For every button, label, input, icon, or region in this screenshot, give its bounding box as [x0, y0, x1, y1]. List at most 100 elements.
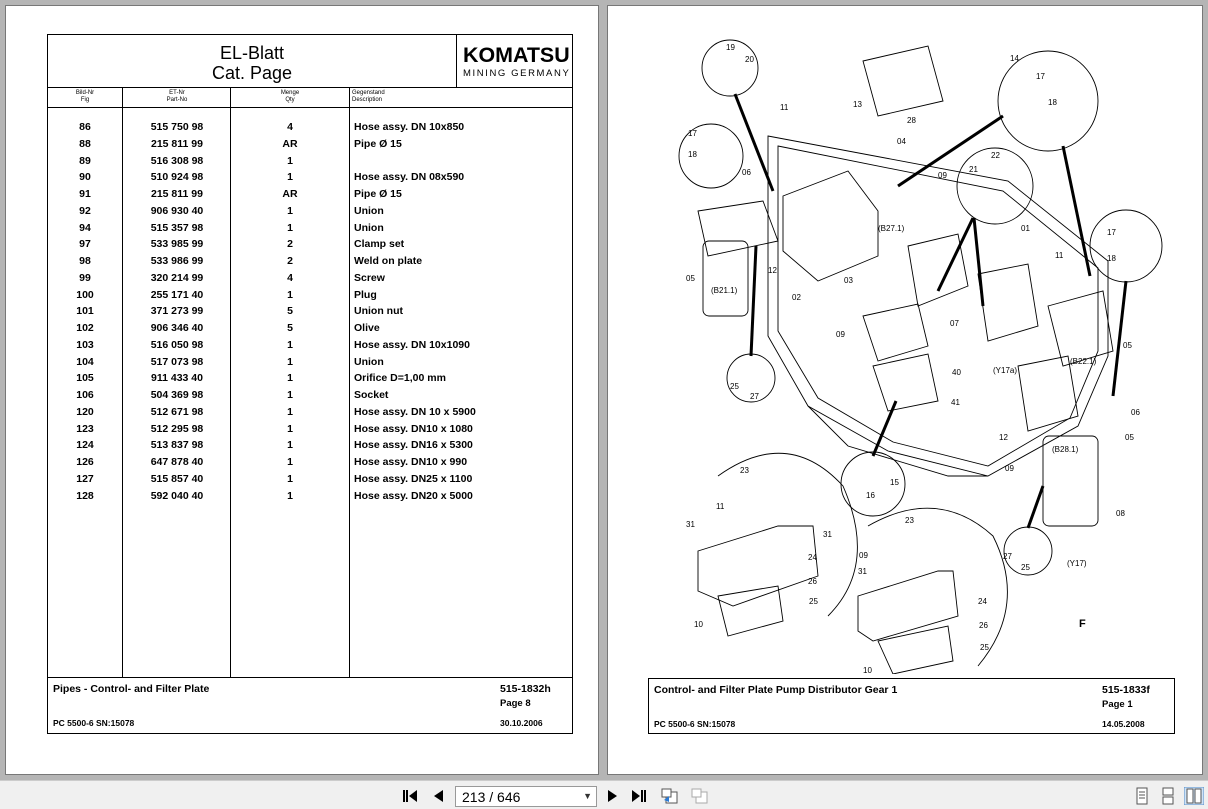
last-page-icon[interactable]	[629, 787, 649, 805]
quantity-cell: 5	[287, 305, 293, 318]
callout-label: 24	[978, 597, 987, 606]
valve-block	[862, 303, 929, 362]
valve-block	[977, 263, 1039, 342]
callout-label: 10	[863, 666, 872, 674]
part-number-cell: 647 878 40	[150, 456, 204, 468]
callout-label: 12	[999, 433, 1008, 442]
description-cell: Hose assy. DN 08x590	[354, 171, 465, 184]
column-header-divider	[48, 107, 572, 108]
callout-label: 31	[858, 567, 867, 576]
top-valve-block	[862, 45, 944, 117]
fig-cell: 120	[76, 405, 94, 418]
callout-label: (Y17a)	[993, 366, 1017, 375]
callout-label: 05	[686, 274, 695, 283]
facing-pages-view-icon[interactable]	[1184, 787, 1204, 805]
filter-head-left	[697, 200, 779, 257]
quantity-cell: 1	[287, 154, 293, 167]
part-number-cell: 906 346 40	[150, 322, 204, 334]
callout-label: 24	[808, 553, 817, 562]
valve-base	[717, 585, 784, 637]
callout-label: 05	[1125, 433, 1134, 442]
first-page-icon[interactable]	[400, 787, 420, 805]
go-back-icon[interactable]	[660, 787, 680, 805]
description-cell: Olive	[354, 322, 380, 334]
control-plate-inner	[777, 145, 1099, 467]
callout-label: 17	[1036, 72, 1045, 81]
quantity-cell: AR	[282, 188, 298, 200]
description-cell: Hose assy. DN25 x 1100	[354, 472, 473, 485]
continuous-view-icon[interactable]	[1158, 787, 1178, 805]
diagram-footer-title: Control- and Filter Plate Pump Distribut…	[654, 684, 898, 696]
detail-arc	[717, 452, 858, 617]
table-row: 89 516 308 98 1	[48, 155, 572, 171]
callout-label: 26	[808, 577, 817, 586]
filter-housing-right	[1042, 435, 1099, 527]
part-number-cell: 320 214 99	[150, 271, 204, 284]
part-number-cell: 911 433 40	[151, 372, 203, 385]
quantity-cell: 1	[287, 288, 293, 301]
part-number-cell: 516 308 98	[150, 154, 204, 167]
callout-label: 31	[686, 520, 695, 529]
fig-cell: 94	[79, 221, 91, 234]
column-header-part-en: Part-No	[166, 97, 188, 103]
description-cell: Clamp set	[354, 238, 405, 251]
komatsu-logo: KOMATSU MINING GERMANY	[456, 35, 572, 88]
callout-label: 26	[979, 621, 988, 630]
single-page-view-icon[interactable]	[1132, 787, 1152, 805]
column-header-qty-en: Qty	[285, 97, 295, 103]
logo-word: KOMATSU	[463, 44, 570, 67]
callout-label: 19	[726, 43, 735, 52]
callout-label: (B22.1)	[1070, 357, 1097, 366]
quantity-cell: 2	[287, 238, 293, 251]
description-cell: Union	[354, 204, 384, 217]
quantity-cell: 1	[287, 355, 293, 368]
leader-line	[871, 400, 898, 457]
callout-label: (B28.1)	[1052, 445, 1079, 454]
quantity-cell: 1	[287, 422, 293, 435]
page-header: EL-Blatt Cat. Page KOMATSU MINING GERMAN…	[48, 35, 572, 88]
part-number-cell: 215 811 99	[151, 188, 203, 200]
fig-cell: 124	[76, 439, 94, 452]
part-number-cell: 533 986 99	[150, 255, 204, 267]
footer-doc-number: 515-1832h	[500, 683, 551, 695]
description-cell: Union	[354, 221, 384, 234]
quantity-cell: 1	[287, 204, 293, 217]
quantity-cell: 1	[287, 221, 293, 234]
callout-label: 25	[980, 643, 989, 652]
callout-label: 18	[1107, 254, 1116, 263]
callout-label: 25	[1021, 563, 1030, 572]
left-page: EL-Blatt Cat. Page KOMATSU MINING GERMAN…	[5, 5, 599, 775]
fig-cell: 98	[79, 255, 91, 267]
diagram-footer-page: Page 1	[1102, 699, 1133, 710]
fig-cell: 127	[76, 472, 94, 485]
fig-cell: 99	[79, 271, 91, 284]
column-header-qty: Menge Qty	[232, 90, 348, 107]
fig-cell: 89	[79, 154, 91, 167]
part-number-cell: 513 837 98	[150, 439, 204, 452]
column-header-desc-de: Gegenstand	[352, 90, 385, 96]
callout-label: 18	[688, 150, 697, 159]
part-number-cell: 592 040 40	[150, 489, 204, 502]
leader-line	[733, 93, 775, 192]
description-cell: Hose assy. DN 10x850	[354, 121, 465, 133]
previous-page-icon[interactable]	[428, 787, 448, 805]
column-divider	[122, 88, 123, 677]
footer-page: Page 8	[500, 698, 531, 709]
page-number-select[interactable]: 213 / 646 ▼	[455, 786, 597, 807]
column-header-desc-en: Description	[352, 97, 383, 103]
chevron-down-icon[interactable]: ▼	[583, 791, 592, 801]
go-forward-icon[interactable]	[690, 787, 710, 805]
detail-arc	[867, 507, 1008, 667]
next-page-icon[interactable]	[603, 787, 623, 805]
fig-cell: 90	[79, 171, 91, 184]
callout-label: 02	[792, 293, 801, 302]
